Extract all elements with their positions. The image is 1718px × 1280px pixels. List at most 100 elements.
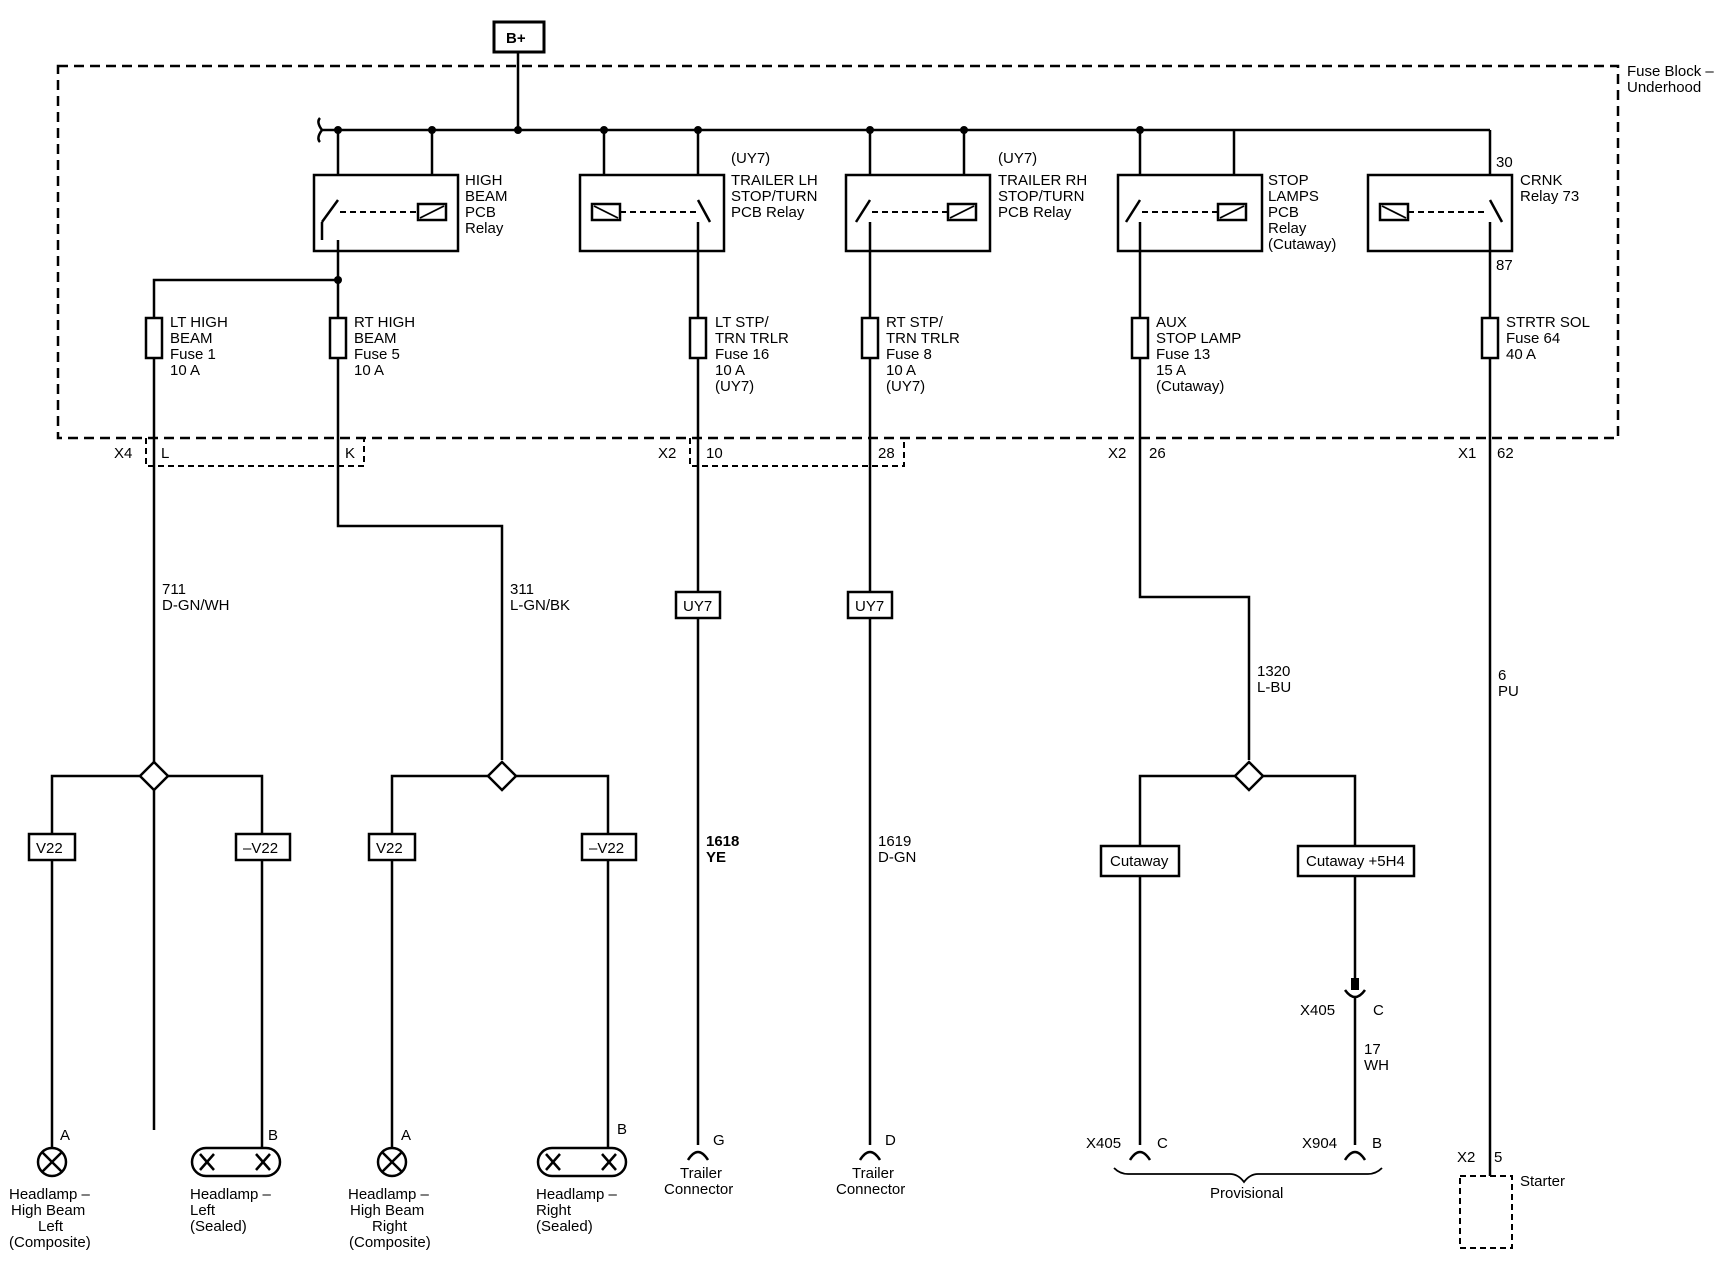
svg-text:STOP: STOP [1268, 172, 1309, 189]
svg-text:A: A [60, 1127, 70, 1144]
connector-x2-trailer: X2 10 28 [658, 438, 905, 467]
svg-text:L-GN/BK: L-GN/BK [510, 597, 570, 614]
svg-text:X2: X2 [1108, 445, 1126, 462]
svg-text:Cutaway: Cutaway [1110, 853, 1169, 870]
high-beam-relay: HIGH BEAM PCB Relay [312, 130, 508, 253]
svg-text:Left: Left [38, 1218, 64, 1235]
wire-label-1618: 1618 YE [706, 833, 739, 866]
svg-text:(Composite): (Composite) [349, 1234, 431, 1251]
svg-text:D-GN: D-GN [878, 849, 916, 866]
svg-text:Fuse 8: Fuse 8 [886, 346, 932, 363]
svg-text:AUX: AUX [1156, 314, 1187, 331]
svg-text:5: 5 [1494, 1149, 1502, 1166]
svg-text:K: K [345, 445, 355, 462]
wire-311-rt-high-beam [336, 280, 504, 760]
svg-text:28: 28 [878, 445, 895, 462]
fuse-block-label: Fuse Block – Underhood [1627, 63, 1714, 96]
option-v22-left: V22 [27, 832, 77, 862]
svg-text:Underhood: Underhood [1627, 79, 1701, 96]
svg-text:B: B [268, 1127, 278, 1144]
svg-text:Fuse 13: Fuse 13 [1156, 346, 1210, 363]
svg-text:–V22: –V22 [243, 840, 278, 857]
svg-text:10: 10 [706, 445, 723, 462]
svg-text:STOP/TURN: STOP/TURN [731, 188, 817, 205]
headlamp-high-beam-left: A Headlamp – High Beam Left (Composite) [9, 1127, 91, 1251]
fuse-block-boundary [56, 64, 1620, 440]
option-cutaway: Cutaway [1099, 844, 1181, 878]
svg-text:A: A [401, 1127, 411, 1144]
svg-text:(UY7): (UY7) [886, 378, 925, 395]
svg-text:UY7: UY7 [855, 598, 884, 615]
svg-text:Relay 73: Relay 73 [1520, 188, 1579, 205]
svg-text:X2: X2 [1457, 1149, 1475, 1166]
wire-label-17: 17 WH [1364, 1041, 1389, 1074]
connector-x904: X904 B [1302, 1135, 1382, 1161]
svg-text:(UY7): (UY7) [715, 378, 754, 395]
trailer-connector-d: D Trailer Connector [836, 1132, 905, 1198]
svg-text:PCB: PCB [1268, 204, 1299, 221]
headlamp-right-sealed: B Headlamp – Right (Sealed) [536, 1121, 628, 1235]
wire-label-1619: 1619 D-GN [878, 833, 916, 866]
option-split-711 [138, 760, 170, 792]
headlamp-high-beam-right: A Headlamp – High Beam Right (Composite) [348, 1127, 431, 1251]
branch-1320 [1138, 774, 1357, 848]
svg-text:(Cutaway): (Cutaway) [1268, 236, 1336, 253]
wire-label-6: 6 PU [1498, 667, 1519, 700]
svg-text:Left: Left [190, 1202, 216, 1219]
svg-text:TRAILER LH: TRAILER LH [731, 172, 818, 189]
svg-text:Connector: Connector [836, 1181, 905, 1198]
svg-text:PU: PU [1498, 683, 1519, 700]
svg-text:CRNK: CRNK [1520, 172, 1563, 189]
connector-x405-bottom: X405 C [1086, 1135, 1168, 1161]
svg-text:X4: X4 [114, 445, 132, 462]
svg-text:BEAM: BEAM [465, 188, 508, 205]
svg-text:87: 87 [1496, 257, 1513, 274]
svg-text:311: 311 [510, 581, 534, 598]
svg-text:X2: X2 [658, 445, 676, 462]
wire-label-1320: 1320 L-BU [1257, 663, 1291, 696]
inline-connector-x405-top: X405 C [1300, 978, 1384, 1145]
svg-text:LAMPS: LAMPS [1268, 188, 1319, 205]
starter: X2 5 Starter [1457, 1149, 1565, 1249]
svg-text:RT STP/: RT STP/ [886, 314, 944, 331]
svg-text:Relay: Relay [465, 220, 504, 237]
provisional-bracket [1113, 1167, 1383, 1184]
svg-text:UY7: UY7 [683, 598, 712, 615]
trailer-lh-relay: (UY7) TRAILER LH STOP/TURN PCB Relay [578, 130, 818, 253]
svg-text:RT HIGH: RT HIGH [354, 314, 415, 331]
svg-text:TRN TRLR: TRN TRLR [886, 330, 960, 347]
option-split-1320 [1233, 760, 1265, 792]
svg-text:40 A: 40 A [1506, 346, 1536, 363]
svg-text:1619: 1619 [878, 833, 911, 850]
svg-text:1320: 1320 [1257, 663, 1290, 680]
svg-text:(UY7): (UY7) [998, 150, 1037, 167]
svg-text:C: C [1157, 1135, 1168, 1152]
svg-text:TRAILER RH: TRAILER RH [998, 172, 1087, 189]
svg-text:LT HIGH: LT HIGH [170, 314, 228, 331]
wire-711-lt-high-beam [152, 278, 338, 1130]
trailer-connector-g: G Trailer Connector [664, 1132, 733, 1198]
svg-text:Relay: Relay [1268, 220, 1307, 237]
svg-text:PCB Relay: PCB Relay [731, 204, 805, 221]
crank-relay: 30 87 CRNK Relay 73 [1366, 130, 1579, 274]
svg-text:B: B [617, 1121, 627, 1138]
svg-text:Fuse 16: Fuse 16 [715, 346, 769, 363]
svg-text:X1: X1 [1458, 445, 1476, 462]
svg-text:Headlamp –: Headlamp – [536, 1186, 618, 1203]
connector-x1: X1 62 [1458, 445, 1514, 462]
svg-text:Fuse 64: Fuse 64 [1506, 330, 1560, 347]
fuse-16: LT STP/ TRN TRLR Fuse 16 10 A (UY7) [688, 314, 789, 395]
svg-text:High Beam: High Beam [350, 1202, 424, 1219]
svg-text:Connector: Connector [664, 1181, 733, 1198]
wire-1320-lbu [1138, 222, 1251, 760]
svg-text:V22: V22 [36, 840, 63, 857]
branch-711 [50, 774, 264, 848]
svg-text:LT STP/: LT STP/ [715, 314, 769, 331]
svg-text:YE: YE [706, 849, 726, 866]
svg-text:WH: WH [1364, 1057, 1389, 1074]
svg-text:15 A: 15 A [1156, 362, 1186, 379]
svg-text:V22: V22 [376, 840, 403, 857]
svg-text:6: 6 [1498, 667, 1506, 684]
svg-text:X904: X904 [1302, 1135, 1337, 1152]
battery-supply-label: B+ [506, 30, 526, 47]
